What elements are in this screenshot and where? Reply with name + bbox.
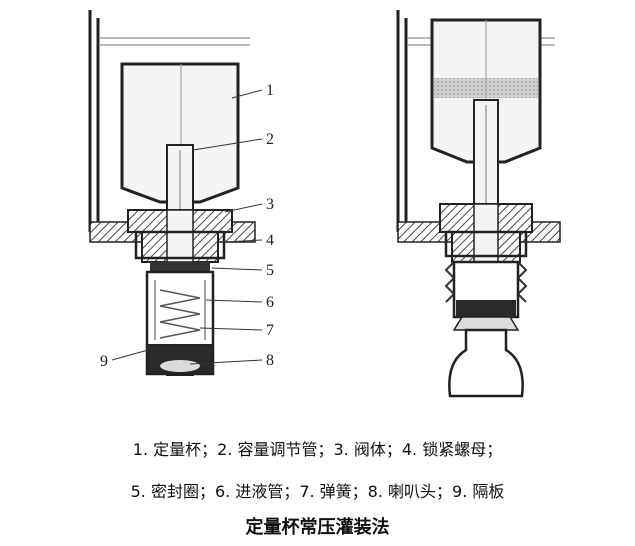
callout-5: 5: [266, 262, 274, 279]
left-liquid-surface: [100, 37, 250, 46]
callout-3: 3: [266, 196, 274, 213]
legend-line-2: 5. 密封圈；6. 进液管；7. 弹簧；8. 喇叭头；9. 隔板: [130, 482, 505, 501]
callout-7: 7: [266, 322, 274, 339]
figure-caption: 定量杯常压灌装法: [245, 517, 390, 538]
callout-2: 2: [266, 131, 274, 148]
left-spring: [159, 289, 201, 339]
left-tank-wall: [88, 10, 100, 232]
right-apparatus: [396, 10, 561, 398]
callout-4: 4: [266, 232, 274, 249]
right-bottle: [448, 328, 524, 398]
legend-line-1: 1. 定量杯；2. 容量调节管；3. 阀体；4. 锁紧螺母；: [132, 440, 503, 459]
right-lock-nut: [444, 230, 528, 258]
callout-1: 1: [266, 82, 274, 99]
right-tank-wall: [396, 10, 408, 232]
left-lock-nut: [134, 230, 226, 260]
callout-8: 8: [266, 352, 274, 369]
callout-6: 6: [266, 294, 274, 311]
left-apparatus: [88, 10, 256, 376]
filling-diagram: 1 2 3 4 5 6 7 8 9: [88, 10, 561, 398]
callout-9: 9: [100, 353, 108, 370]
left-seal-ring: [150, 262, 210, 272]
left-measuring-cup: [120, 62, 240, 204]
right-thread: [444, 261, 528, 303]
leader-lines: [111, 89, 263, 365]
right-flared-head: [452, 316, 520, 331]
